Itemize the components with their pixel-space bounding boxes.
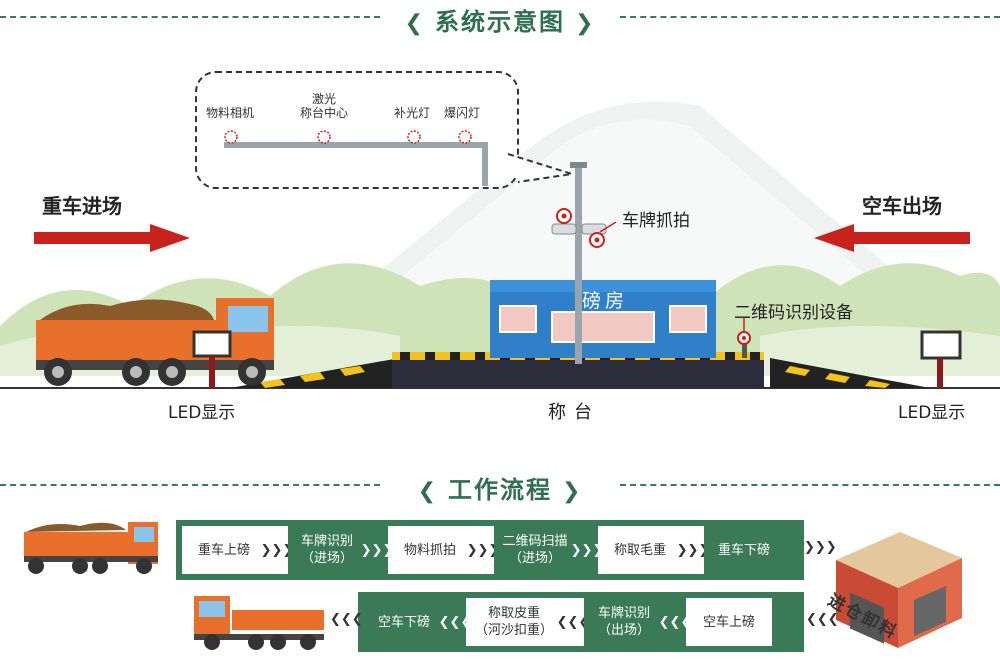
led-display-right-icon <box>920 330 962 388</box>
flow-arrow-to-warehouse-icon: ❯❯❯ <box>804 540 837 555</box>
plate-capture-label: 车牌抓拍 <box>622 211 690 231</box>
workflow-header: ❮ 工作流程 ❯ <box>0 468 1000 505</box>
workflow-loaded-truck-icon <box>24 522 158 574</box>
flow-arrow-to-truck-icon: ❮❮❮ <box>330 612 363 627</box>
workflow-title-text: 工作流程 <box>448 476 552 504</box>
loaded-truck-icon <box>36 298 274 386</box>
workflow-title: ❮ 工作流程 ❯ <box>0 470 1000 505</box>
workflow-illustrations <box>24 522 962 650</box>
step-heavy-truck-on-scale: 重车上磅 <box>182 526 266 574</box>
material-camera-label: 物料相机 <box>206 106 255 120</box>
step-empty-truck-off-scale: 空车下磅 <box>364 598 444 646</box>
flow-arrow-left-icon: ❮❮❮ <box>557 598 589 646</box>
step-empty-truck-on-scale: 空车上磅 <box>686 598 772 646</box>
flow-arrow-from-warehouse-icon: ❮❮❮ <box>806 612 839 627</box>
system-diagram-title: ❮ 系统示意图 ❯ <box>0 2 1000 37</box>
warehouse-icon <box>836 532 962 648</box>
fill-light-label: 补光灯 <box>394 106 431 120</box>
workflow-empty-truck-icon <box>194 596 324 650</box>
qr-device-icon <box>737 318 751 358</box>
flash-light-label: 爆闪灯 <box>444 106 481 120</box>
flow-arrow-right-icon: ❯❯❯ <box>261 526 293 574</box>
flow-arrow-right-icon: ❯❯❯ <box>467 526 499 574</box>
weigh-house-label: 磅房 <box>582 290 629 312</box>
laser-center-line1: 激光 <box>311 92 336 106</box>
step-plate-recognition-entry: 车牌识别 （进场） <box>288 526 366 574</box>
chevron-right-icon: ❯ <box>575 11 596 36</box>
system-title-text: 系统示意图 <box>435 8 565 36</box>
entry-arrow-icon <box>34 224 190 252</box>
header-rule-right <box>620 16 1000 20</box>
weigh-house <box>490 280 716 358</box>
exit-label: 空车出场 <box>862 194 942 218</box>
flow-arrow-right-icon: ❯❯❯ <box>677 526 709 574</box>
qr-device-label: 二维码识别设备 <box>734 303 853 323</box>
chevron-left-icon: ❮ <box>404 11 425 36</box>
flow-arrow-left-icon: ❮❮❮ <box>439 598 471 646</box>
header-rule-left <box>0 16 380 20</box>
laser-center-line2: 称台中心 <box>299 106 348 120</box>
led-right-label: LED显示 <box>898 403 966 423</box>
flow-arrow-right-icon: ❯❯❯ <box>361 526 393 574</box>
camera-pole <box>575 166 582 364</box>
ramp-hazard-stripes <box>260 366 890 388</box>
flow-arrow-left-icon: ❮❮❮ <box>659 598 691 646</box>
step-qr-scan-entry: 二维码扫描 （进场） <box>494 526 576 574</box>
scene-illustration <box>0 71 1000 389</box>
led-left-label: LED显示 <box>168 403 236 423</box>
exit-arrow-icon <box>814 224 970 252</box>
led-display-left-icon <box>192 330 232 388</box>
camera-callout-bubble <box>195 71 573 189</box>
laser-center-label: 激光 称台中心 <box>290 92 358 120</box>
chevron-left-icon: ❮ <box>417 479 438 504</box>
system-scene: 重车进场 空车出场 LED显示 LED显示 称台 车牌抓拍 二维码识别设备 磅房… <box>0 36 1000 466</box>
header-rule-left <box>0 484 380 488</box>
step-gross-weight: 称取毛重 <box>598 526 682 574</box>
step-plate-recognition-exit: 车牌识别 （出场） <box>584 598 664 646</box>
scale-label: 称台 <box>548 402 600 423</box>
step-tare-weight: 称取皮重 （河沙扣重） <box>466 598 562 646</box>
workflow-row-bottom: 空车下磅 ❮❮❮ 称取皮重 （河沙扣重） ❮❮❮ 车牌识别 （出场） ❮❮❮ 空… <box>358 592 804 652</box>
header-rule-right <box>620 484 1000 488</box>
chevron-right-icon: ❯ <box>562 479 583 504</box>
plate-camera-icon <box>551 208 617 248</box>
flow-arrow-right-icon: ❯❯❯ <box>571 526 603 574</box>
step-material-capture: 物料抓拍 <box>388 526 472 574</box>
workflow-row-top: 重车上磅 ❯❯❯ 车牌识别 （进场） ❯❯❯ 物料抓拍 ❯❯❯ 二维码扫描 （进… <box>176 520 804 580</box>
system-diagram-header: ❮ 系统示意图 ❯ <box>0 0 1000 37</box>
step-heavy-truck-off-scale: 重车下磅 <box>704 526 784 574</box>
entry-label: 重车进场 <box>42 194 122 218</box>
